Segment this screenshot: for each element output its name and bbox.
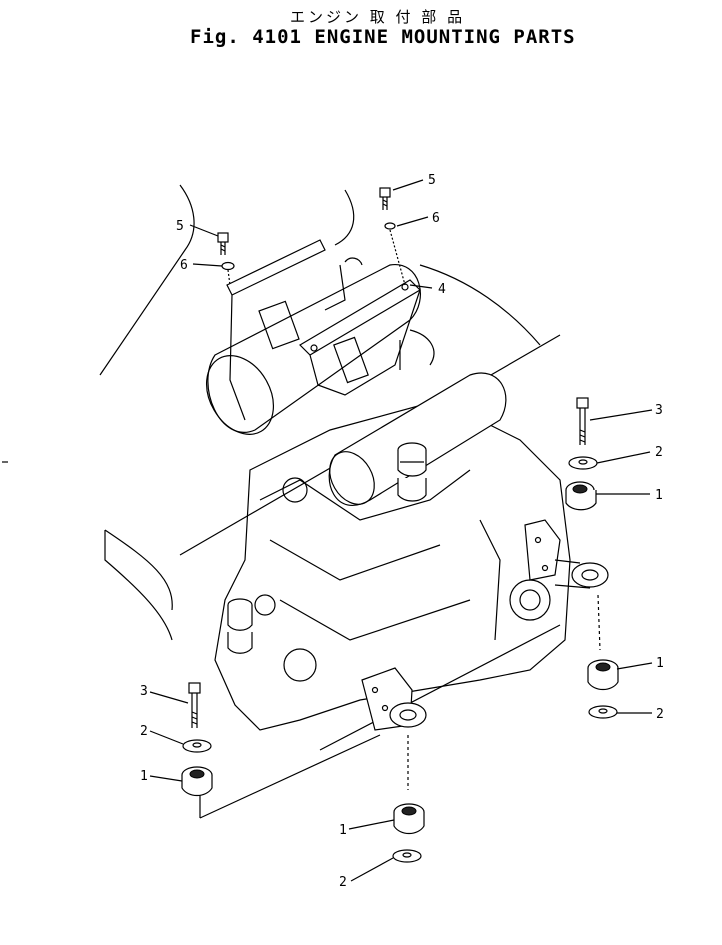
left-washer	[221, 261, 235, 286]
callout-right-mount-1: 1	[655, 488, 663, 503]
left-mount-1	[181, 766, 213, 797]
left-washer-2	[182, 739, 212, 753]
callout-left-bolt-5: 5	[176, 219, 184, 234]
callout-bottom-washer-2: 2	[339, 875, 347, 890]
top-bolt	[379, 187, 391, 210]
callout-top-bolt-5: 5	[428, 173, 436, 188]
bottom-bracket	[361, 667, 427, 731]
right-bracket	[524, 519, 609, 589]
leader-lines	[149, 179, 653, 882]
callout-cover-4: 4	[438, 282, 446, 297]
right-lower-washer-2	[588, 705, 618, 719]
left-bolt	[217, 232, 229, 255]
callout-bottom-mount-1: 1	[339, 823, 347, 838]
callout-right-lower-mount-1: 1	[656, 656, 664, 671]
right-lower-leader	[597, 594, 601, 651]
callout-right-lower-washer-2: 2	[656, 707, 664, 722]
engine-cushion-left	[227, 598, 253, 654]
right-lower-mount-1	[587, 659, 619, 691]
callout-top-washer-6: 6	[432, 211, 440, 226]
engine-cushion-upper	[397, 442, 427, 502]
figure-title-japanese: エンジン 取 付 部 品	[290, 8, 466, 26]
callout-left-mount-1: 1	[140, 769, 148, 784]
figure-title: Fig. 4101 ENGINE MOUNTING PARTS	[190, 26, 576, 48]
frame-outline	[99, 184, 561, 819]
bottom-mount-1	[393, 803, 425, 835]
engine-block	[214, 329, 571, 731]
muffler	[328, 372, 507, 507]
callout-left-bolt-3: 3	[140, 684, 148, 699]
callout-numbers: 5 6 5 6 4 3 2 1 1 2 3 2 1 1 2	[140, 173, 664, 890]
bottom-washer-2	[392, 849, 422, 863]
right-bolt-3	[576, 397, 589, 445]
top-washer	[384, 222, 406, 286]
left-bolt-3	[188, 682, 201, 728]
cover-part-4	[226, 239, 421, 421]
right-washer-2	[568, 456, 598, 470]
right-mount-1	[565, 481, 597, 511]
callout-right-washer-2: 2	[655, 445, 663, 460]
callout-right-bolt-3: 3	[655, 403, 663, 418]
callout-left-washer-2: 2	[140, 724, 148, 739]
callout-left-washer-6: 6	[180, 258, 188, 273]
